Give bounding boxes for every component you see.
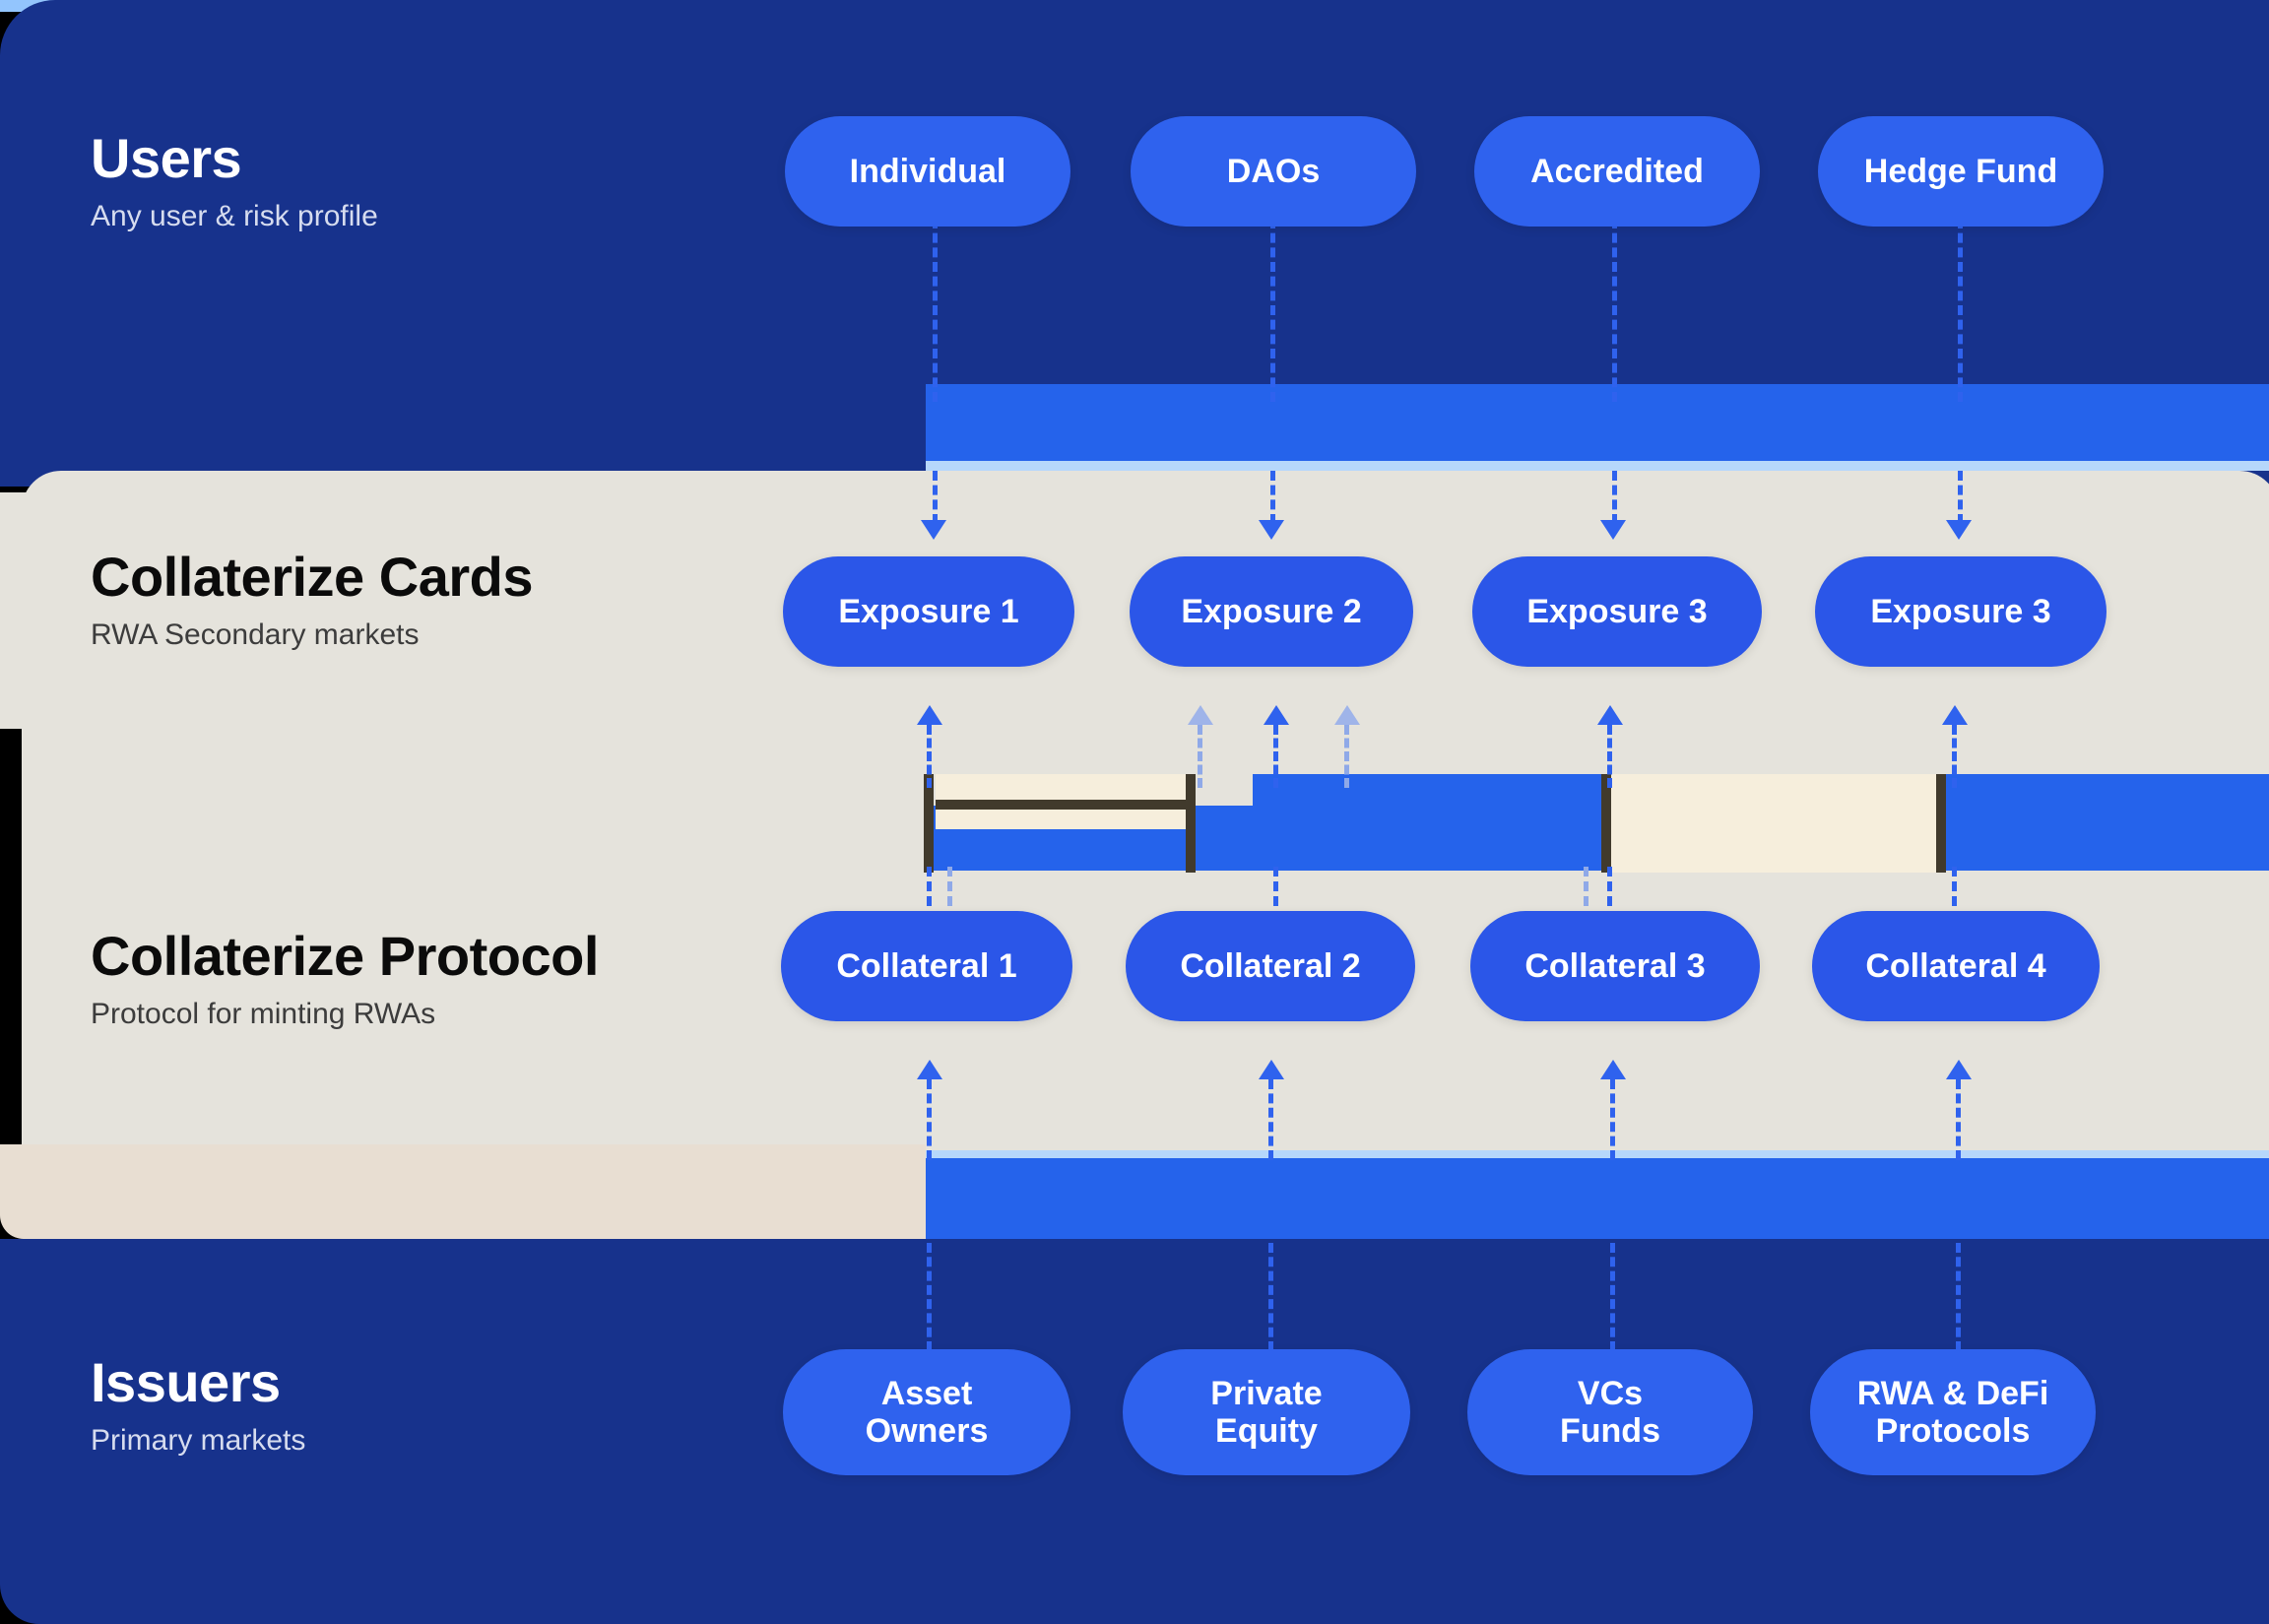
- arrow-up-cards-1: [917, 705, 942, 725]
- users-connector-underline: [926, 461, 2269, 471]
- connector-cards-5-upper: [1607, 725, 1612, 788]
- connector-users-1-bottom: [933, 471, 938, 524]
- section-subtitle-issuers: Primary markets: [91, 1423, 306, 1457]
- arrow-up-protocol-2: [1259, 1060, 1284, 1079]
- connector-protocol-4-upper: [1956, 1079, 1961, 1160]
- connector-protocol-3-upper: [1610, 1079, 1615, 1160]
- section-subtitle-users: Any user & risk profile: [91, 199, 378, 232]
- arrow-down-users-1: [921, 520, 946, 540]
- mid-dark-edge-d: [1601, 774, 1611, 873]
- section-label-users: Users Any user & risk profile: [91, 127, 378, 232]
- section-title-protocol: Collaterize Protocol: [91, 925, 599, 987]
- users-connector-slab: [926, 384, 2269, 465]
- connector-users-4-bottom: [1958, 471, 1963, 524]
- node-collateral-1[interactable]: Collateral 1: [781, 911, 1072, 1021]
- node-collateral-4[interactable]: Collateral 4: [1812, 911, 2100, 1021]
- connector-cards-4-faint-upper: [1344, 725, 1349, 788]
- connector-users-3-bottom: [1612, 471, 1617, 524]
- node-exposure-2[interactable]: Exposure 2: [1130, 556, 1413, 667]
- node-collateral-3[interactable]: Collateral 3: [1470, 911, 1760, 1021]
- node-exposure-3[interactable]: Exposure 3: [1472, 556, 1762, 667]
- connector-cards-2-faint-upper: [1198, 725, 1202, 788]
- issuers-connector-slab: [926, 1158, 2269, 1239]
- mid-dark-edge-e: [1936, 774, 1946, 873]
- arrow-up-protocol-4: [1946, 1060, 1972, 1079]
- arrow-up-cards-5: [1597, 705, 1623, 725]
- connector-users-4-top: [1958, 175, 1963, 402]
- section-title-cards: Collaterize Cards: [91, 546, 534, 608]
- issuers-connector-underline: [926, 1150, 2269, 1160]
- connector-cards-6-upper: [1952, 725, 1957, 788]
- connector-cards-6-lower: [1952, 867, 1957, 906]
- section-label-cards: Collaterize Cards RWA Secondary markets: [91, 546, 534, 651]
- warm-strip-background: [0, 1144, 926, 1239]
- arrow-down-users-2: [1259, 520, 1284, 540]
- arrow-up-cards-6: [1942, 705, 1968, 725]
- section-title-users: Users: [91, 127, 242, 189]
- node-user-hedge-fund[interactable]: Hedge Fund: [1818, 116, 2104, 227]
- node-user-daos[interactable]: DAOs: [1131, 116, 1416, 227]
- arrow-up-cards-2-faint: [1188, 705, 1213, 725]
- connector-cards-5-faint-lower: [1584, 867, 1588, 906]
- node-exposure-4[interactable]: Exposure 3: [1815, 556, 2107, 667]
- connector-cards-3-lower: [1273, 867, 1278, 906]
- connector-protocol-2-upper: [1268, 1079, 1273, 1160]
- connector-protocol-3-lower: [1610, 1243, 1615, 1351]
- mid-dark-edge-c: [1186, 774, 1196, 873]
- connector-protocol-1-upper: [927, 1079, 932, 1160]
- arrow-down-users-3: [1600, 520, 1626, 540]
- section-label-issuers: Issuers Primary markets: [91, 1351, 306, 1457]
- arrow-up-cards-4-faint: [1334, 705, 1360, 725]
- node-exposure-1[interactable]: Exposure 1: [783, 556, 1074, 667]
- node-user-accredited[interactable]: Accredited: [1474, 116, 1760, 227]
- mid-dark-edge-a: [924, 774, 934, 873]
- connector-protocol-2-lower: [1268, 1243, 1273, 1351]
- mid-cream-band-right: [1607, 774, 1942, 873]
- section-subtitle-protocol: Protocol for minting RWAs: [91, 997, 436, 1030]
- connector-users-3-top: [1612, 175, 1617, 402]
- section-title-issuers: Issuers: [91, 1351, 281, 1413]
- connector-cards-1-upper: [927, 725, 932, 788]
- node-collateral-2[interactable]: Collateral 2: [1126, 911, 1415, 1021]
- connector-users-2-bottom: [1270, 471, 1275, 524]
- connector-protocol-4-lower: [1956, 1243, 1961, 1351]
- connector-users-2-top: [1270, 175, 1275, 402]
- connector-cards-3-upper: [1273, 725, 1278, 788]
- section-subtitle-cards: RWA Secondary markets: [91, 617, 420, 651]
- connector-users-1-top: [933, 175, 938, 402]
- arrow-up-protocol-1: [917, 1060, 942, 1079]
- connector-protocol-1-lower: [927, 1243, 932, 1351]
- node-user-individual[interactable]: Individual: [785, 116, 1070, 227]
- connector-cards-1-lower: [927, 867, 932, 906]
- arrow-up-protocol-3: [1600, 1060, 1626, 1079]
- connector-cards-5-lower: [1607, 867, 1612, 906]
- mid-dark-edge-b: [936, 800, 1192, 810]
- arrow-up-cards-3: [1264, 705, 1289, 725]
- connector-cards-1-faint-lower: [947, 867, 952, 906]
- section-label-protocol: Collaterize Protocol Protocol for mintin…: [91, 925, 599, 1030]
- arrow-down-users-4: [1946, 520, 1972, 540]
